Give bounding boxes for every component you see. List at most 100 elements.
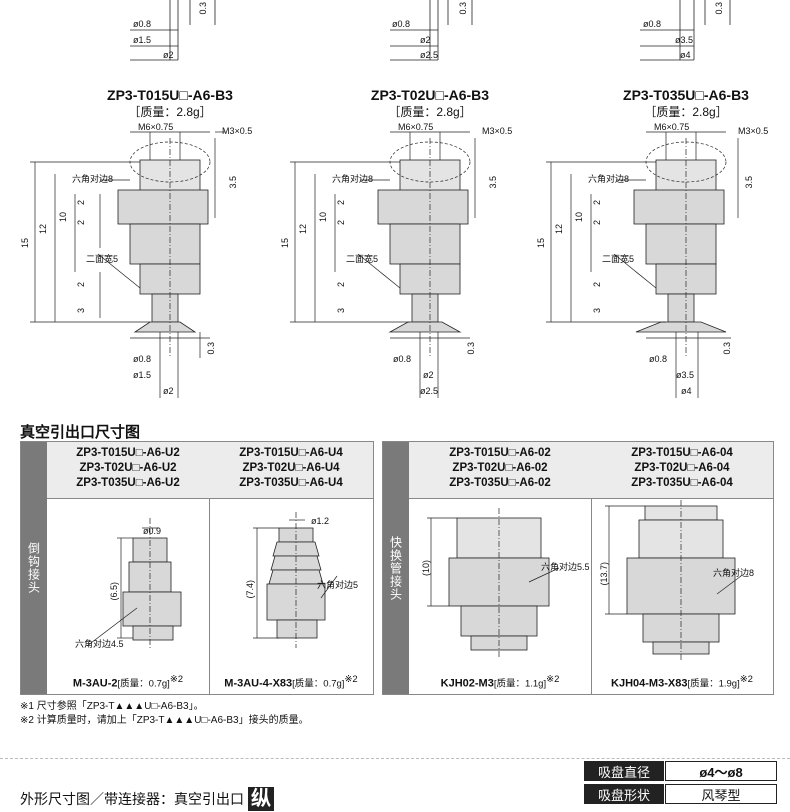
dim-d4-3: ø4 (681, 386, 692, 396)
product-model-1: ZP3-T015U□-A6-B3 (107, 87, 233, 103)
section-title: 真空引出口尺寸图 (20, 424, 141, 441)
model-04-1: ZP3-T015U□-A6-04 (631, 447, 733, 459)
caption-u2-note: ※2 (169, 674, 184, 685)
dim-m6-2: M6×0.75 (398, 122, 434, 132)
caption-04-main: KJH04-M3-X83 (611, 677, 688, 690)
side-label-barb: 倒钩接头 (21, 442, 47, 694)
dim-m3-3: M3×0.5 (738, 126, 769, 136)
caption-04-note: ※2 (739, 674, 753, 685)
model-02-1: ZP3-T015U□-A6-02 (449, 447, 551, 459)
dim-d08-top-3: ø0.8 (643, 19, 662, 29)
right-fitting-group: 快换管接头 ZP3-T015U□-A6-02 ZP3-T02U□-A6-02 Z… (382, 441, 774, 695)
dim-h35-3: 3.5 (744, 176, 754, 189)
dim-d2-top-1: ø2 (163, 50, 174, 60)
model-u2-1: ZP3-T015U□-A6-U2 (76, 447, 180, 459)
spec-diameter-label: 吸盘直径 (584, 761, 664, 781)
footer-title-wrap: 外形尺寸图／带连接器：真空引出口 纵 (20, 787, 274, 811)
fitting-cell-04: ZP3-T015U□-A6-04 ZP3-T02U□-A6-04 ZP3-T03… (591, 442, 773, 694)
caption-u2-main: M-3AU-2 (72, 677, 118, 690)
dim-h35-1: 3.5 (228, 176, 238, 189)
dim-d08-3: ø0.8 (649, 354, 668, 364)
dim-h15-1: 15 (20, 238, 30, 249)
main-drawing-2: M6×0.75 M3×0.5 六角对边8 二面宽5 3.5 15 12 10 2… (260, 118, 520, 408)
caption-u4-mass: [质量：0.7g] (292, 678, 345, 690)
dim-d2-2: ø2 (423, 370, 434, 380)
dim-h2b-2: 2 (336, 220, 346, 226)
dim-h15-3: 15 (536, 238, 546, 249)
caption-02-note: ※2 (546, 674, 560, 685)
cell-header-04: ZP3-T015U□-A6-04 ZP3-T02U□-A6-04 ZP3-T03… (591, 442, 773, 499)
label-04-hex: 六角对边8 (713, 568, 755, 578)
caption-02: KJH02-M3[质量：1.1g]※2 (409, 674, 591, 690)
cell-header-02: ZP3-T015U□-A6-02 ZP3-T02U□-A6-02 ZP3-T03… (409, 442, 591, 499)
label-02-hex: 六角对边5.5 (541, 562, 590, 572)
main-drawing-1: M6×0.75 M3×0.5 六角对边8 二面宽5 3.5 15 12 10 2… (0, 118, 260, 408)
dim-m3-1: M3×0.5 (222, 126, 253, 136)
label-flat5-2: 二面宽5 (346, 254, 379, 264)
caption-u4-note: ※2 (344, 674, 358, 685)
caption-04: KJH04-M3-X83[质量：1.9g]※2 (591, 674, 773, 690)
dim-h35-2: 3.5 (488, 176, 498, 189)
model-u2-3: ZP3-T035U□-A6-U2 (76, 477, 180, 489)
spec-diameter-value: ø4～ø8 (665, 761, 777, 781)
caption-02-mass: [质量：1.1g] (493, 678, 547, 690)
dim-d35-top-3: ø3.5 (675, 35, 694, 45)
dim-m6-3: M6×0.75 (654, 122, 690, 132)
product-model-2: ZP3-T02U□-A6-B3 (370, 87, 490, 103)
cell-header-u4: ZP3-T015U□-A6-U4 ZP3-T02U□-A6-U4 ZP3-T03… (209, 442, 373, 499)
dim-h2b-3: 2 (592, 220, 602, 226)
dim-d08-1: ø0.8 (133, 354, 152, 364)
model-04-3: ZP3-T035U□-A6-04 (631, 477, 733, 489)
model-u4-1: ZP3-T015U□-A6-U4 (239, 447, 343, 459)
drawing-u2 (86, 518, 182, 648)
fitting-cell-u2: ZP3-T015U□-A6-U2 ZP3-T02U□-A6-U2 ZP3-T03… (47, 442, 210, 694)
top-dims-lines (130, 0, 731, 61)
fitting-cell-02: ZP3-T015U□-A6-02 ZP3-T02U□-A6-02 ZP3-T03… (409, 442, 592, 694)
dim-d2-1: ø2 (163, 386, 174, 396)
dim-h10-2: 10 (318, 212, 328, 223)
dim-h12-1: 12 (38, 224, 48, 235)
model-04-2: ZP3-T02U□-A6-04 (634, 462, 730, 474)
dim-d2-top-2: ø2 (420, 35, 431, 45)
dim-h10-1: 10 (58, 212, 68, 223)
dim-d25-2: ø2.5 (420, 386, 439, 396)
dim-h15-2: 15 (280, 238, 290, 249)
dim-d15-top-1: ø1.5 (133, 35, 152, 45)
dim-h2c-3: 2 (592, 282, 602, 288)
dim-h12-3: 12 (554, 224, 564, 235)
dim-u4-hole: ø1.2 (311, 516, 330, 526)
label-flat5-1: 二面宽5 (86, 254, 119, 264)
footer-badge: 纵 (248, 787, 274, 811)
dim-h03-2: 0.3 (466, 342, 476, 355)
dim-h2b-1: 2 (76, 220, 86, 226)
product-mass-2: ［质量：2.8g］ (388, 105, 472, 119)
caption-u2-mass: [质量：0.7g] (117, 678, 170, 690)
model-u4-2: ZP3-T02U□-A6-U4 (242, 462, 340, 474)
dim-h03-top-2: 0.3 (458, 2, 468, 15)
fitting-cell-u4: ZP3-T015U□-A6-U4 ZP3-T02U□-A6-U4 ZP3-T03… (209, 442, 373, 694)
dim-h2c-2: 2 (336, 282, 346, 288)
dim-d25-top-2: ø2.5 (420, 50, 439, 60)
dim-m6-1: M6×0.75 (138, 122, 174, 132)
dim-h2a-1: 2 (76, 200, 86, 206)
dim-h3-1: 3 (76, 308, 86, 314)
dim-u2-length: (6.5) (109, 582, 119, 601)
dim-h3-2: 3 (336, 308, 346, 314)
dim-u2-hole: ø0.9 (143, 526, 162, 536)
dim-d4-top-3: ø4 (680, 50, 691, 60)
dim-m3-2: M3×0.5 (482, 126, 513, 136)
dim-h03-1: 0.3 (206, 342, 216, 355)
dim-h3-3: 3 (592, 308, 602, 314)
dim-h03-top-1: 0.3 (198, 2, 208, 15)
dim-h10-3: 10 (574, 212, 584, 223)
label-hex8-1: 六角对边8 (72, 174, 114, 184)
footer-title: 外形尺寸图／带连接器：真空引出口 (20, 791, 244, 807)
note-2: ※2 计算质量时，请加上「ZP3-T▲▲▲U□-A6-B3」接头的质量。 (20, 715, 309, 726)
product-mass-3: ［质量：2.8g］ (644, 105, 728, 119)
dim-h2c-1: 2 (76, 282, 86, 288)
dim-h03-3: 0.3 (722, 342, 732, 355)
caption-u2: M-3AU-2[质量：0.7g]※2 (47, 674, 209, 690)
dim-h03-top-3: 0.3 (714, 2, 724, 15)
left-fitting-group: 倒钩接头 ZP3-T015U□-A6-U2 ZP3-T02U□-A6-U2 ZP… (20, 441, 374, 695)
dim-04-length: (13.7) (599, 562, 609, 586)
